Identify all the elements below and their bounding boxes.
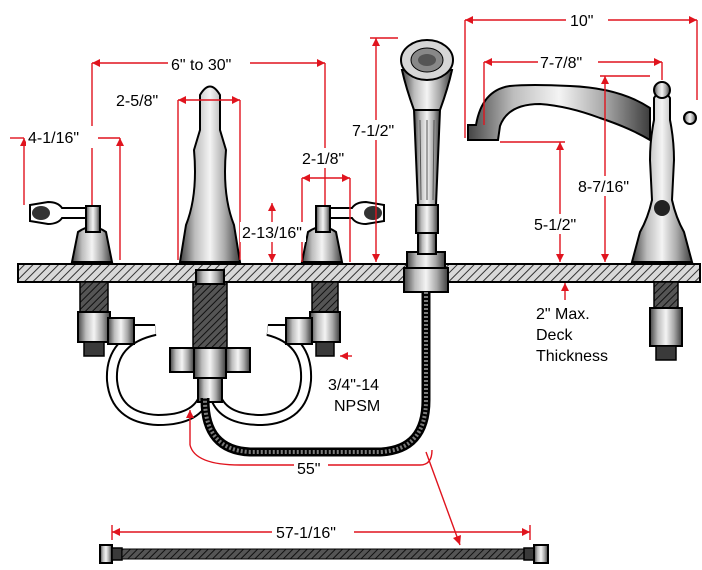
label-spread: 6" to 30" <box>171 57 231 74</box>
label-thread-size: 3/4"-14 <box>328 377 379 394</box>
label-spout-reach: 7-7/8" <box>540 55 582 72</box>
label-deck: Deck <box>536 327 573 344</box>
hand-shower <box>400 39 454 293</box>
loose-hose <box>99 544 549 564</box>
supply-loops <box>105 317 313 427</box>
label-handshower-height: 7-1/2" <box>352 123 394 140</box>
label-handle-base-width: 2-1/8" <box>302 151 344 168</box>
label-thread-type: NPSM <box>334 398 380 415</box>
label-hose-internal: 55" <box>297 461 320 478</box>
label-thickness: Thickness <box>536 348 608 365</box>
label-outlet-height: 5-1/2" <box>534 217 576 234</box>
installed-hose <box>200 292 431 457</box>
center-spout <box>178 85 242 399</box>
label-handle-height: 4-1/16" <box>28 130 79 147</box>
label-hose-length: 57-1/16" <box>276 525 336 542</box>
left-handle-valve <box>29 200 114 357</box>
label-overall-reach: 10" <box>570 13 593 30</box>
dimension-lines <box>10 19 698 546</box>
deck <box>17 263 701 283</box>
label-spout-height: 8-7/16" <box>578 179 629 196</box>
dimension-labels: 4-1/16" 6" to 30" 2-5/8" 2-1/8" 2-13/16"… <box>26 10 642 542</box>
label-handle-base-height: 2-13/16" <box>242 225 302 242</box>
dimension-arrows <box>20 16 697 545</box>
label-spout-base-width: 2-5/8" <box>116 93 158 110</box>
label-deck-thickness: 2" Max. <box>536 306 590 323</box>
tub-spout <box>467 81 697 361</box>
right-handle-valve <box>300 200 385 357</box>
